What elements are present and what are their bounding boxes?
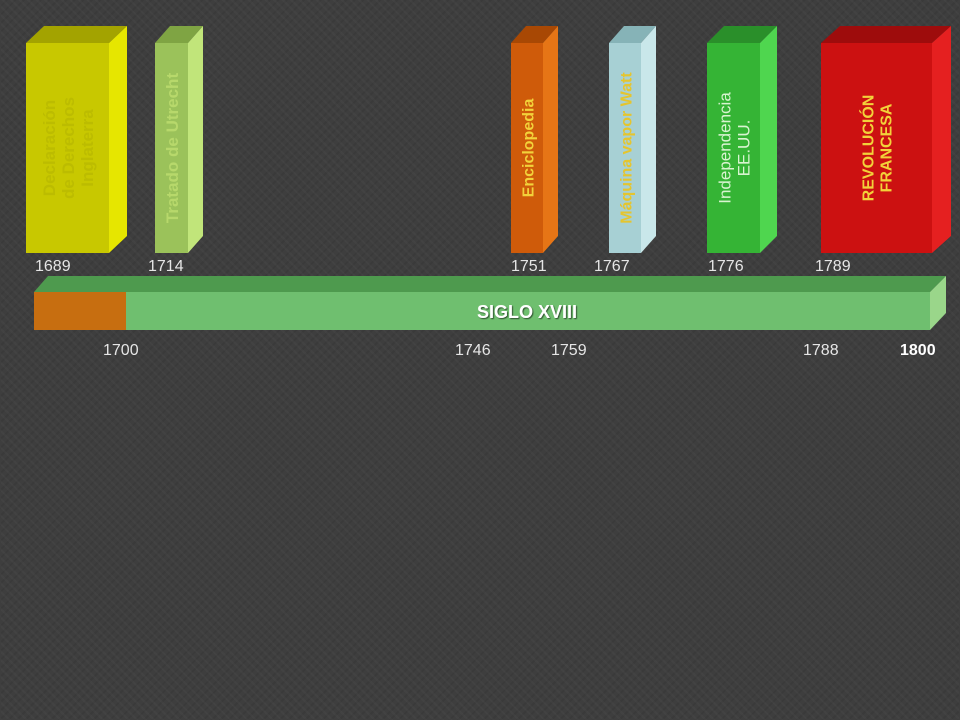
- event-year-1689: 1689: [35, 258, 71, 275]
- century-label: SIGLO XVIII: [477, 302, 577, 322]
- event-year-1776: 1776: [708, 258, 744, 275]
- event-label-line: Inglaterra: [78, 109, 97, 187]
- event-enciclopedia-top: [511, 26, 558, 43]
- event-label-line: de Derechos: [59, 97, 78, 199]
- event-watt-top: [609, 26, 656, 43]
- event-declaracion-label: Declaraciónde DerechosInglaterra: [40, 97, 97, 199]
- event-utrecht-side: [188, 26, 203, 253]
- event-declaracion-front: [26, 43, 109, 253]
- event-independencia-side: [760, 26, 777, 253]
- event-year-1751: 1751: [511, 258, 547, 275]
- event-revolucion: REVOLUCIÓNFRANCESA: [821, 26, 951, 253]
- event-watt-side: [641, 26, 656, 253]
- event-watt: Máquina vapor Watt: [609, 26, 656, 253]
- timeline-tick-1746: 1746: [455, 342, 491, 359]
- event-enciclopedia-side: [543, 26, 558, 253]
- event-utrecht-label: Tratado de Utrecht: [163, 73, 182, 224]
- century-bar: SIGLO XVIII: [34, 276, 946, 330]
- event-independencia-top: [707, 26, 777, 43]
- event-enciclopedia: Enciclopedia: [511, 26, 558, 253]
- century-bar-top: [34, 276, 946, 292]
- century-bar-end-cap: [930, 276, 946, 330]
- timeline-tick-1788: 1788: [803, 342, 839, 359]
- event-label-line: Declaración: [40, 100, 59, 196]
- event-utrecht-top: [155, 26, 203, 43]
- event-revolucion-label: REVOLUCIÓNFRANCESA: [859, 95, 896, 202]
- timeline-tick-1700: 1700: [103, 342, 139, 359]
- event-watt-label: Máquina vapor Watt: [619, 72, 636, 224]
- event-revolucion-top: [821, 26, 951, 43]
- event-revolucion-front: [821, 43, 932, 253]
- event-utrecht-front: [155, 43, 188, 253]
- event-label-line: REVOLUCIÓN: [859, 95, 878, 202]
- event-independencia: IndependenciaEE.UU.: [707, 26, 777, 253]
- event-revolucion-side: [932, 26, 951, 253]
- event-enciclopedia-front: [511, 43, 543, 253]
- event-declaracion-top: [26, 26, 127, 43]
- event-label-line: EE.UU.: [734, 120, 753, 177]
- event-independencia-front: [707, 43, 760, 253]
- timeline-tick-1800: 1800: [900, 342, 936, 359]
- event-declaracion-side: [109, 26, 127, 253]
- event-declaracion: Declaraciónde DerechosInglaterra: [26, 26, 127, 253]
- timeline-tick-1759: 1759: [551, 342, 587, 359]
- event-label-line: Tratado de Utrecht: [163, 73, 182, 224]
- event-year-1714: 1714: [148, 258, 184, 275]
- event-year-1767: 1767: [594, 258, 630, 275]
- century-bar-segment-1700: [34, 292, 126, 330]
- event-label-line: FRANCESA: [879, 103, 896, 192]
- event-utrecht: Tratado de Utrecht: [155, 26, 203, 253]
- event-label-line: Enciclopedia: [521, 99, 538, 198]
- event-label-line: Independencia: [715, 92, 734, 204]
- event-label-line: Máquina vapor Watt: [619, 72, 636, 224]
- event-independencia-label: IndependenciaEE.UU.: [715, 92, 753, 204]
- event-year-1789: 1789: [815, 258, 851, 275]
- century-bar-segment-main: [126, 292, 930, 330]
- event-watt-front: [609, 43, 641, 253]
- event-enciclopedia-label: Enciclopedia: [521, 99, 538, 198]
